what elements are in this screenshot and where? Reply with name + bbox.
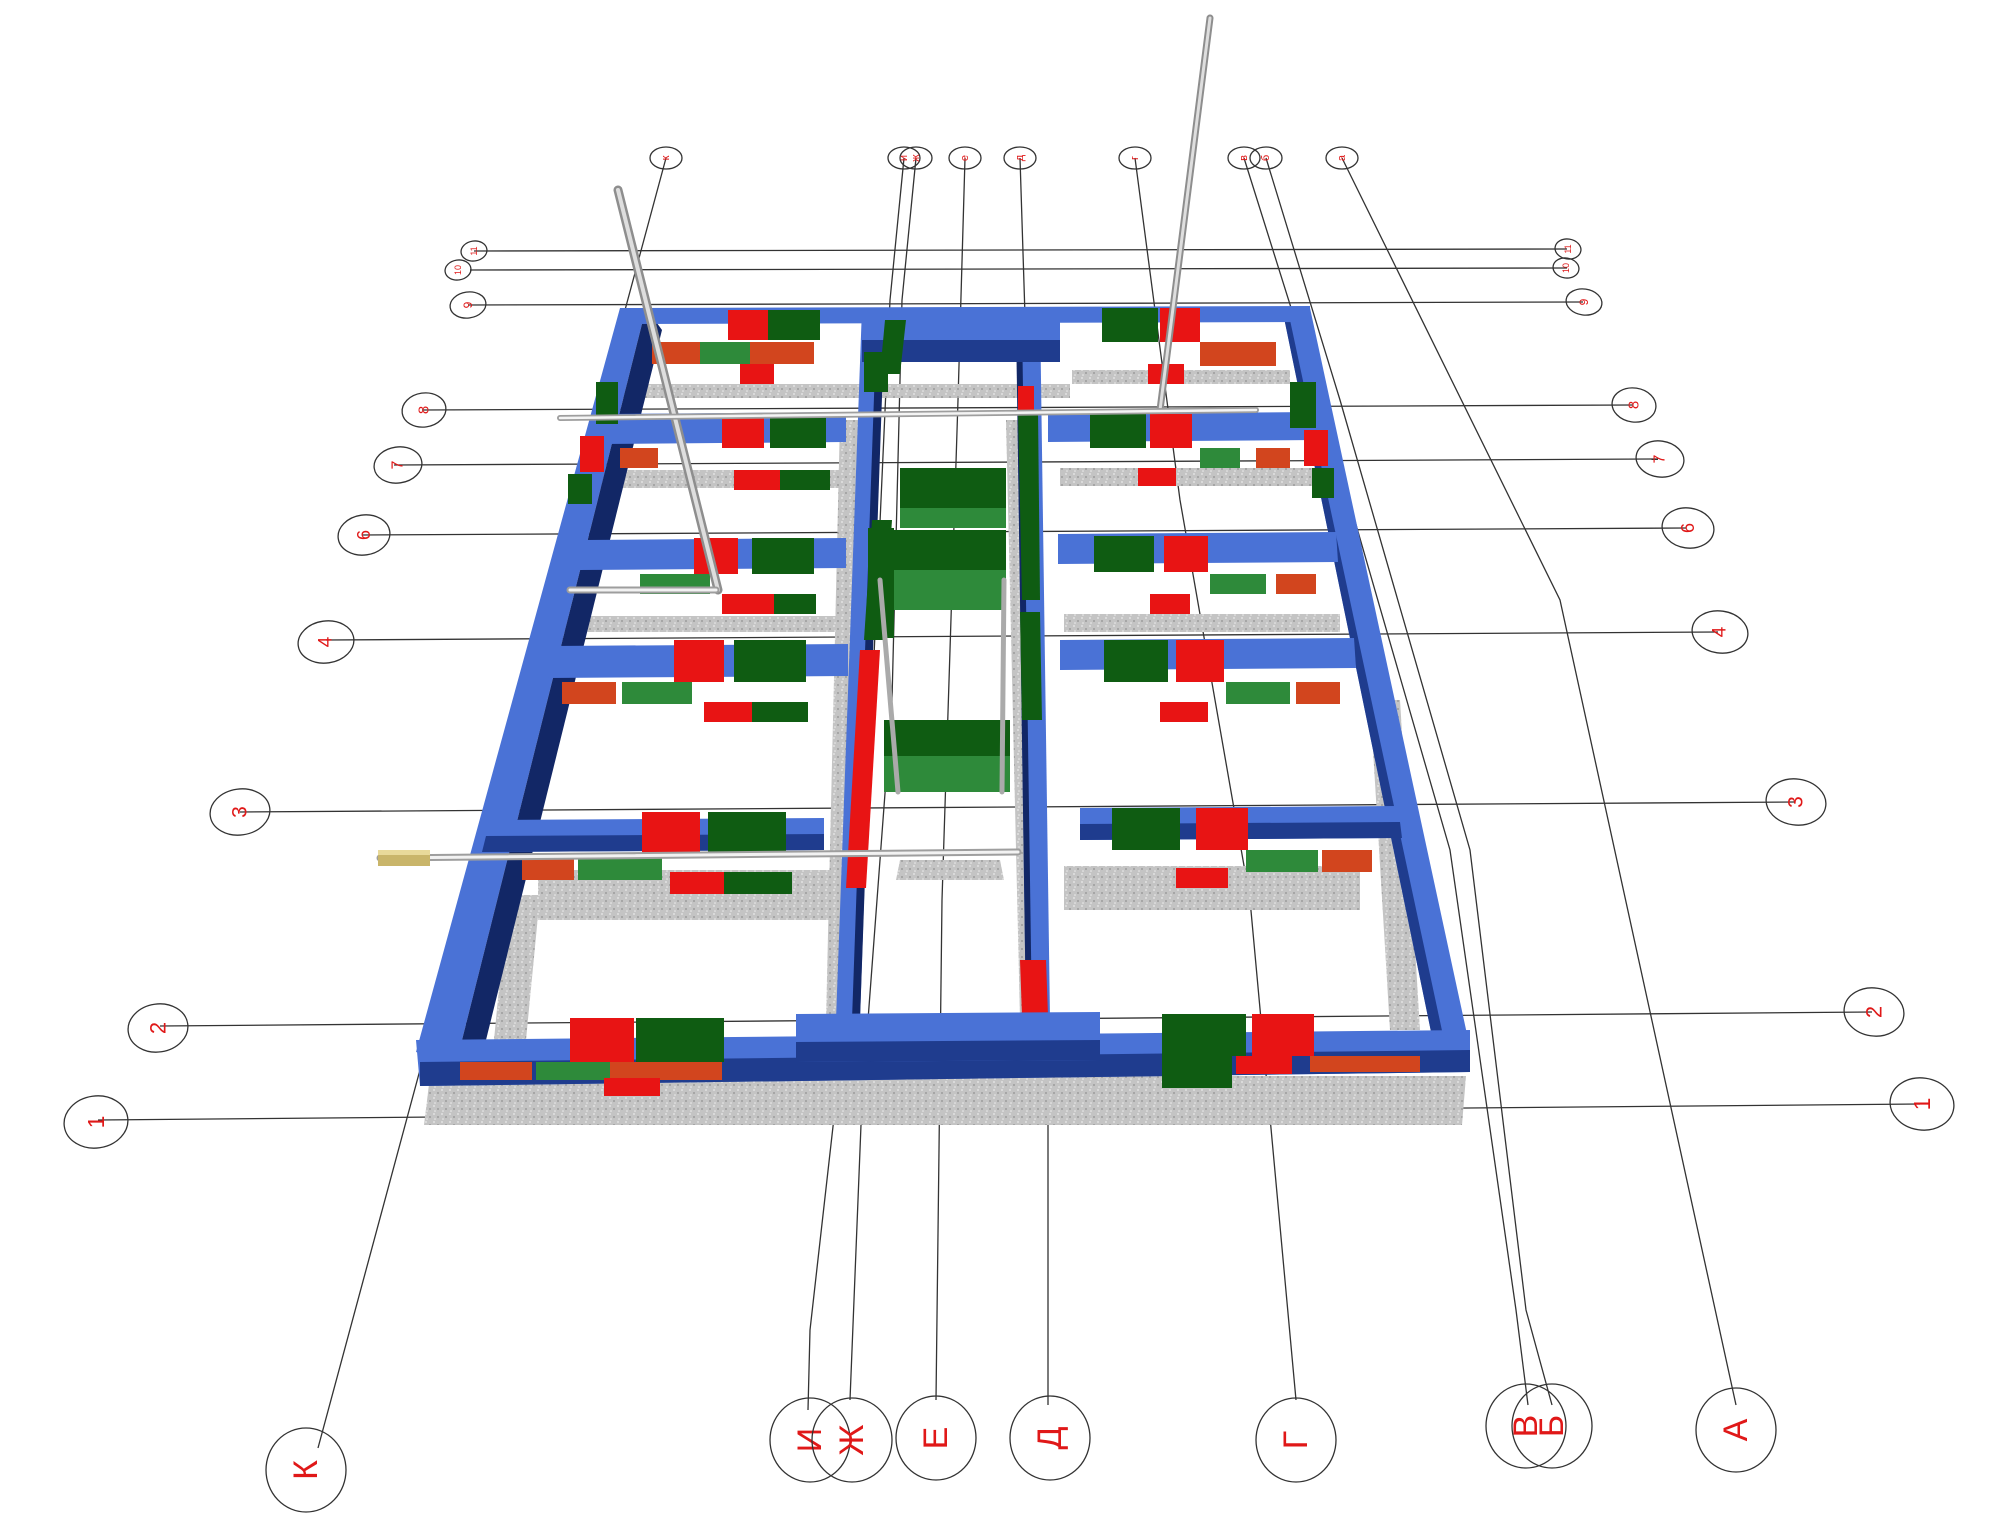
axis-bubble-bottom-e: Е <box>895 1395 977 1481</box>
inlet-pipe-stub <box>378 850 430 866</box>
axis-bubble-bottom-d: Д <box>1009 1395 1091 1481</box>
axis-bubble-right-4-label: 4 <box>1710 626 1731 637</box>
axis-bubble-bottom-d-label: Д <box>1031 1426 1069 1449</box>
axis-bubble-top-k-label: к <box>660 155 672 160</box>
axis-bubble-bottom-zh: Ж <box>811 1397 893 1483</box>
axis-bubble-top-a: а <box>1325 146 1359 170</box>
axis-bubble-right-8: 8 <box>1611 387 1657 423</box>
axis-bubble-top-a-label: а <box>1336 154 1348 161</box>
axis-bubble-bottom-a: А <box>1695 1387 1777 1473</box>
axis-bubble-right-6: 6 <box>1661 507 1715 549</box>
axis-bubble-left-11-label: 11 <box>469 246 479 255</box>
axis-bubble-right-1-label: 1 <box>1909 1098 1935 1111</box>
corridor-green-boxes <box>864 352 1010 792</box>
axis-bubble-top-g: г <box>1118 146 1152 170</box>
axis-bubble-right-4: 4 <box>1691 610 1749 654</box>
axis-bubble-left-6: 6 <box>337 514 391 556</box>
axis-bubble-right-6-label: 6 <box>1678 523 1698 533</box>
left-block-courses <box>460 310 830 1096</box>
axis-bubble-left-4: 4 <box>297 620 355 664</box>
axis-bubble-right-11-label: 11 <box>1563 244 1573 253</box>
axis-bubble-bottom-zh-label: Ж <box>833 1424 871 1455</box>
axis-bubble-left-10-label: 10 <box>453 265 463 275</box>
axis-bubble-left-7-label: 7 <box>390 460 407 469</box>
axis-bubble-bottom-k: К <box>265 1427 347 1513</box>
axis-bubble-top-i: и <box>887 146 921 170</box>
axis-bubble-right-7-label: 7 <box>1652 454 1669 463</box>
axis-bubble-bottom-k-label: К <box>287 1460 325 1480</box>
axis-bubble-right-3-label: 3 <box>1785 796 1808 808</box>
axis-bubble-right-3: 3 <box>1765 778 1827 826</box>
axis-bubble-left-3-label: 3 <box>229 806 252 818</box>
axis-bubble-right-2-label: 2 <box>1862 1006 1887 1018</box>
axis-bubble-bottom-g-label: Г <box>1277 1431 1315 1449</box>
axis-bubble-left-3: 3 <box>209 788 271 836</box>
axis-bubble-top-d-label: д <box>1014 154 1026 161</box>
entrance-wall <box>796 1012 1100 1062</box>
axis-bubble-bottom-v: В <box>1485 1383 1567 1469</box>
pipes-and-rods <box>376 14 1259 862</box>
axis-bubble-bottom-v-label: В <box>1507 1415 1545 1438</box>
axis-bubble-right-9: 9 <box>1565 288 1603 316</box>
axis-bubble-left-2: 2 <box>127 1003 189 1053</box>
axis-bubble-top-e-label: е <box>959 155 971 161</box>
axis-bubble-top-zh: ж <box>899 146 933 170</box>
axis-bubble-top-g-label: г <box>1129 156 1141 160</box>
axis-bubble-top-zh-label: ж <box>910 154 922 162</box>
axis-bubble-bottom-i: И <box>769 1397 851 1483</box>
axis-bubble-top-v: в <box>1227 146 1261 170</box>
axis-bubble-left-8: 8 <box>401 392 447 428</box>
axis-bubble-left-7: 7 <box>373 446 423 484</box>
axis-bubble-bottom-e-label: Е <box>917 1427 955 1450</box>
axis-bubble-top-b: б <box>1249 146 1283 170</box>
axis-bubble-bottom-g: Г <box>1255 1397 1337 1483</box>
axis-bubble-left-9-label: 9 <box>461 301 475 308</box>
axis-bubble-bottom-a-label: А <box>1717 1418 1755 1441</box>
axis-bubble-bottom-b-label: Б <box>1533 1415 1571 1437</box>
axis-bubble-left-1: 1 <box>63 1095 129 1149</box>
axis-bubble-left-9: 9 <box>449 291 487 319</box>
number-axis-leader-lines <box>97 248 1921 1121</box>
axis-bubble-right-2: 2 <box>1843 987 1905 1037</box>
axis-bubble-left-2-label: 2 <box>146 1022 171 1034</box>
axis-bubble-right-7: 7 <box>1635 440 1685 478</box>
axis-bubble-left-10: 10 <box>444 259 472 281</box>
axis-bubble-right-9-label: 9 <box>1577 298 1591 305</box>
axis-bubble-top-i-label: и <box>898 155 910 161</box>
axis-bubble-top-e: е <box>948 146 982 170</box>
axis-bubble-bottom-i-label: И <box>791 1428 829 1452</box>
axis-bubble-right-8-label: 8 <box>1626 401 1643 409</box>
axis-bubble-top-b-label: б <box>1260 155 1272 161</box>
axis-bubble-left-1-label: 1 <box>83 1116 109 1129</box>
axis-bubble-right-1: 1 <box>1889 1077 1955 1131</box>
axis-bubble-right-10-label: 10 <box>1561 263 1571 273</box>
axis-bubble-bottom-b: Б <box>1511 1383 1593 1469</box>
axis-bubble-top-d: д <box>1003 146 1037 170</box>
axis-bubble-left-4-label: 4 <box>316 636 337 647</box>
axis-bubble-right-10: 10 <box>1552 257 1580 279</box>
axis-bubble-top-v-label: в <box>1238 155 1250 161</box>
axis-bubble-left-11: 11 <box>460 240 488 262</box>
right-block-courses <box>1090 308 1420 1088</box>
axis-bubble-left-8-label: 8 <box>416 406 433 414</box>
axis-bubble-top-k: к <box>649 146 683 170</box>
axis-bubble-right-11: 11 <box>1554 238 1582 260</box>
axis-bubble-left-6-label: 6 <box>354 530 374 540</box>
